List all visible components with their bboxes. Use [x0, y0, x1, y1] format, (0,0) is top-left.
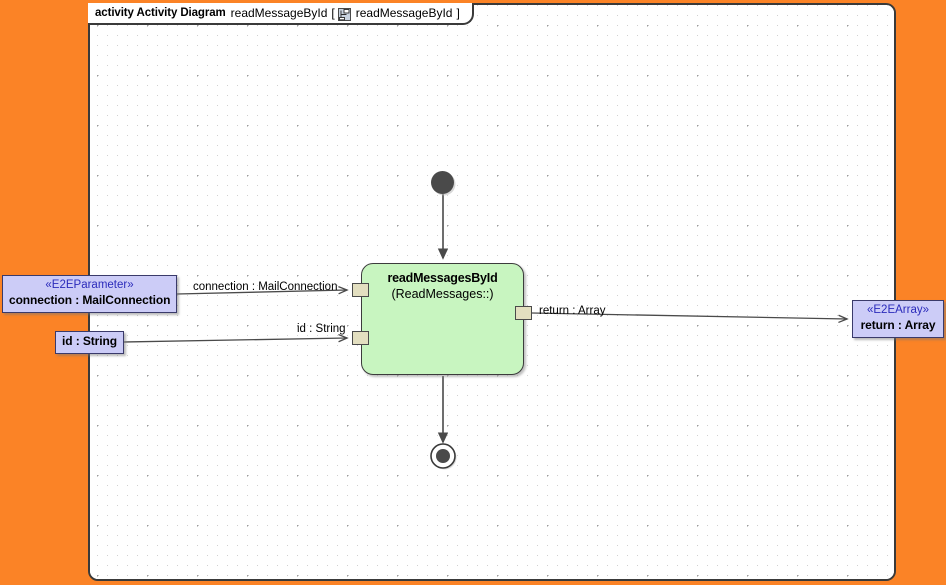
- diagram-frame-title[interactable]: activity Activity Diagram readMessageByI…: [88, 3, 474, 25]
- id-input-pin[interactable]: [352, 331, 369, 345]
- edge-label-id: id : String: [297, 323, 346, 335]
- parameter-label: return : Array: [860, 318, 936, 332]
- parameter-stereotype: «E2EParameter»: [45, 279, 134, 291]
- parameter-node-return[interactable]: «E2EArray» return : Array: [852, 300, 944, 338]
- diagram-frame-keyword: activity Activity Diagram: [95, 7, 226, 19]
- parameter-stereotype: «E2EArray»: [866, 304, 929, 316]
- activity-diagram-icon: [337, 7, 351, 21]
- activity-diagram-frame[interactable]: [88, 3, 896, 581]
- edge-label-connection: connection : MailConnection: [193, 281, 338, 293]
- diagram-frame-qualified-name: readMessageById: [355, 6, 453, 20]
- edge-label-return: return : Array: [539, 305, 606, 317]
- parameter-node-connection[interactable]: «E2EParameter» connection : MailConnecti…: [2, 275, 177, 313]
- action-node-qualifier: (ReadMessages::): [391, 287, 494, 301]
- action-node-name: readMessagesById: [387, 271, 498, 285]
- action-node-readmessagesbyid[interactable]: readMessagesById (ReadMessages::): [361, 263, 524, 375]
- bracket-close: ]: [456, 6, 460, 20]
- parameter-label: connection : MailConnection: [9, 293, 171, 307]
- diagram-frame-name: readMessageById: [230, 6, 328, 20]
- parameter-label: id : String: [62, 334, 117, 348]
- return-output-pin[interactable]: [515, 306, 532, 320]
- connection-input-pin[interactable]: [352, 283, 369, 297]
- parameter-node-id[interactable]: id : String: [55, 331, 124, 354]
- bracket-open: [: [331, 6, 335, 20]
